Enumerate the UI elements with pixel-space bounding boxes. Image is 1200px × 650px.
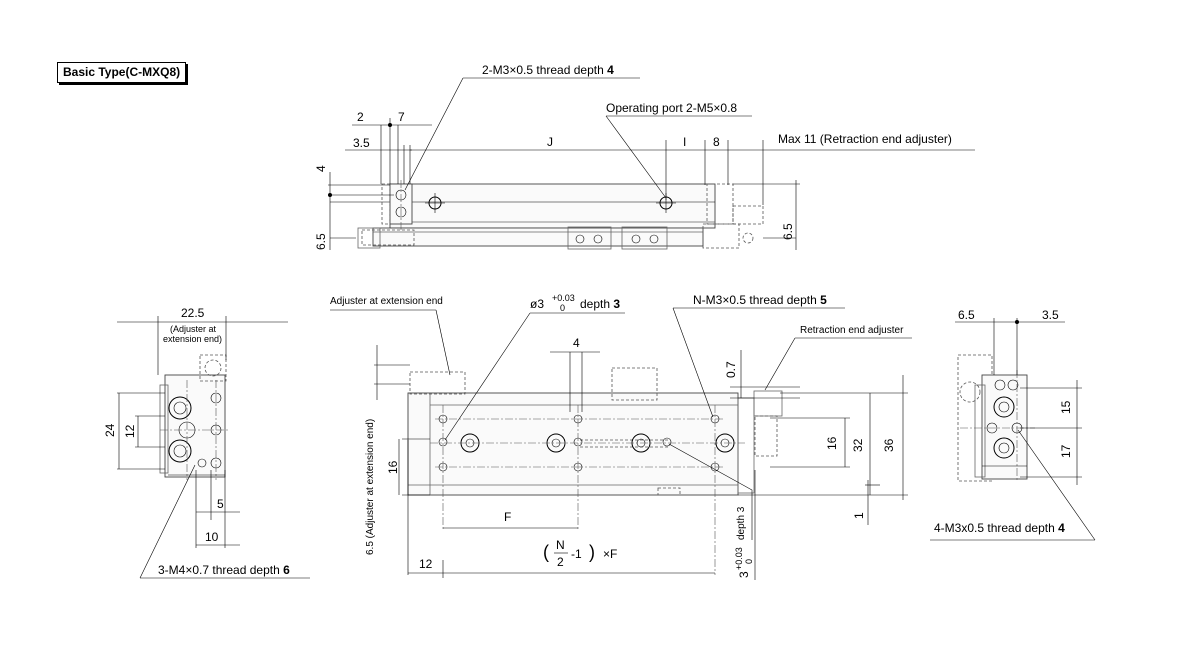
dim-3-5: 3.5 (353, 136, 370, 150)
svg-text:0: 0 (744, 559, 754, 564)
top-view-base (372, 227, 704, 247)
dim-6-5-right: 6.5 (781, 223, 795, 240)
dim-1: 1 (852, 512, 866, 519)
dim-15: 15 (1059, 400, 1073, 414)
dim-7: 7 (398, 110, 405, 124)
dim-12-front: 12 (419, 557, 433, 571)
dim-12-left: 12 (123, 424, 137, 438)
svg-text:0: 0 (560, 303, 565, 313)
svg-text:ø3: ø3 (530, 297, 544, 311)
dim-f: F (504, 510, 511, 524)
svg-text:N: N (556, 538, 565, 552)
top-thread-label: 2-M3×0.5 thread depth 4 (482, 63, 614, 77)
retraction-end-adjuster-label: Retraction end adjuster (800, 325, 904, 336)
dim-10: 10 (205, 530, 219, 544)
dim-4-top: 4 (314, 165, 328, 172)
dim-4-front: 4 (573, 336, 580, 350)
dim-j: J (547, 135, 553, 149)
svg-text:×F: ×F (603, 547, 617, 561)
front-view-body (407, 392, 739, 496)
dim-36: 36 (882, 438, 896, 452)
m4-thread-label: 3-M4×0.7 thread depth 6 (158, 563, 290, 577)
svg-text:2: 2 (557, 555, 564, 569)
svg-text:depth 3: depth 3 (736, 506, 747, 540)
top-view: 2-M3×0.5 thread depth 4 Operating port 2… (314, 63, 975, 250)
front-view: Adjuster at extension end ø3 +0.03 0 dep… (330, 293, 912, 580)
drawing-title: Basic Type(C-MXQ8) (57, 62, 187, 83)
svg-text:3: 3 (737, 571, 751, 578)
left-side-view: 22.5 (Adjuster at extension end) 24 12 5… (103, 306, 310, 579)
dim-0-7: 0.7 (724, 361, 738, 378)
pitch-formula: ( N 2 -1 ) ×F (543, 538, 617, 569)
svg-text:+0.03: +0.03 (552, 293, 575, 303)
dim-24: 24 (103, 423, 117, 437)
dim-22-5: 22.5 (181, 306, 205, 320)
vertical-adjuster-note: 6.5 (Adjuster at extension end) (365, 419, 376, 555)
svg-text:-1: -1 (571, 547, 582, 561)
dim-8: 8 (713, 135, 720, 149)
right-view-body (981, 374, 1028, 480)
bottom-pin-label: 3 +0.03 0 depth 3 (734, 506, 754, 578)
adjuster-extension-end-label: Adjuster at extension end (330, 296, 443, 307)
dim-16-right: 16 (825, 436, 839, 450)
svg-text:(: ( (543, 542, 549, 562)
svg-text:+0.03: +0.03 (734, 547, 744, 570)
dim-5: 5 (217, 497, 224, 511)
dim-3-5-right-view: 3.5 (1042, 308, 1059, 322)
dim-17: 17 (1059, 444, 1073, 458)
dim-2: 2 (357, 110, 364, 124)
right-thread-label: 4-M3x0.5 thread depth 4 (934, 521, 1065, 535)
left-adjuster-note-1: (Adjuster at (170, 324, 217, 334)
left-view-body (164, 374, 226, 478)
dim-16-left: 16 (386, 460, 400, 474)
svg-text:depth 3: depth 3 (580, 297, 620, 311)
dim-i: I (683, 135, 686, 149)
dim-6-5-right-view: 6.5 (958, 308, 975, 322)
pin-hole-label: ø3 +0.03 0 depth 3 (530, 293, 620, 313)
max-retraction-label: Max 11 (Retraction end adjuster) (778, 132, 952, 146)
operating-port-label: Operating port 2-M5×0.8 (606, 101, 737, 115)
dim-32: 32 (851, 438, 865, 452)
svg-text:): ) (589, 542, 595, 562)
left-adjuster-note-2: extension end) (163, 334, 222, 344)
dim-6-5-left: 6.5 (314, 233, 328, 250)
right-side-view: 6.5 3.5 15 17 4-M3x0.5 thread depth 4 (930, 308, 1096, 541)
n-thread-label: N-M3×0.5 thread depth 5 (693, 293, 827, 307)
